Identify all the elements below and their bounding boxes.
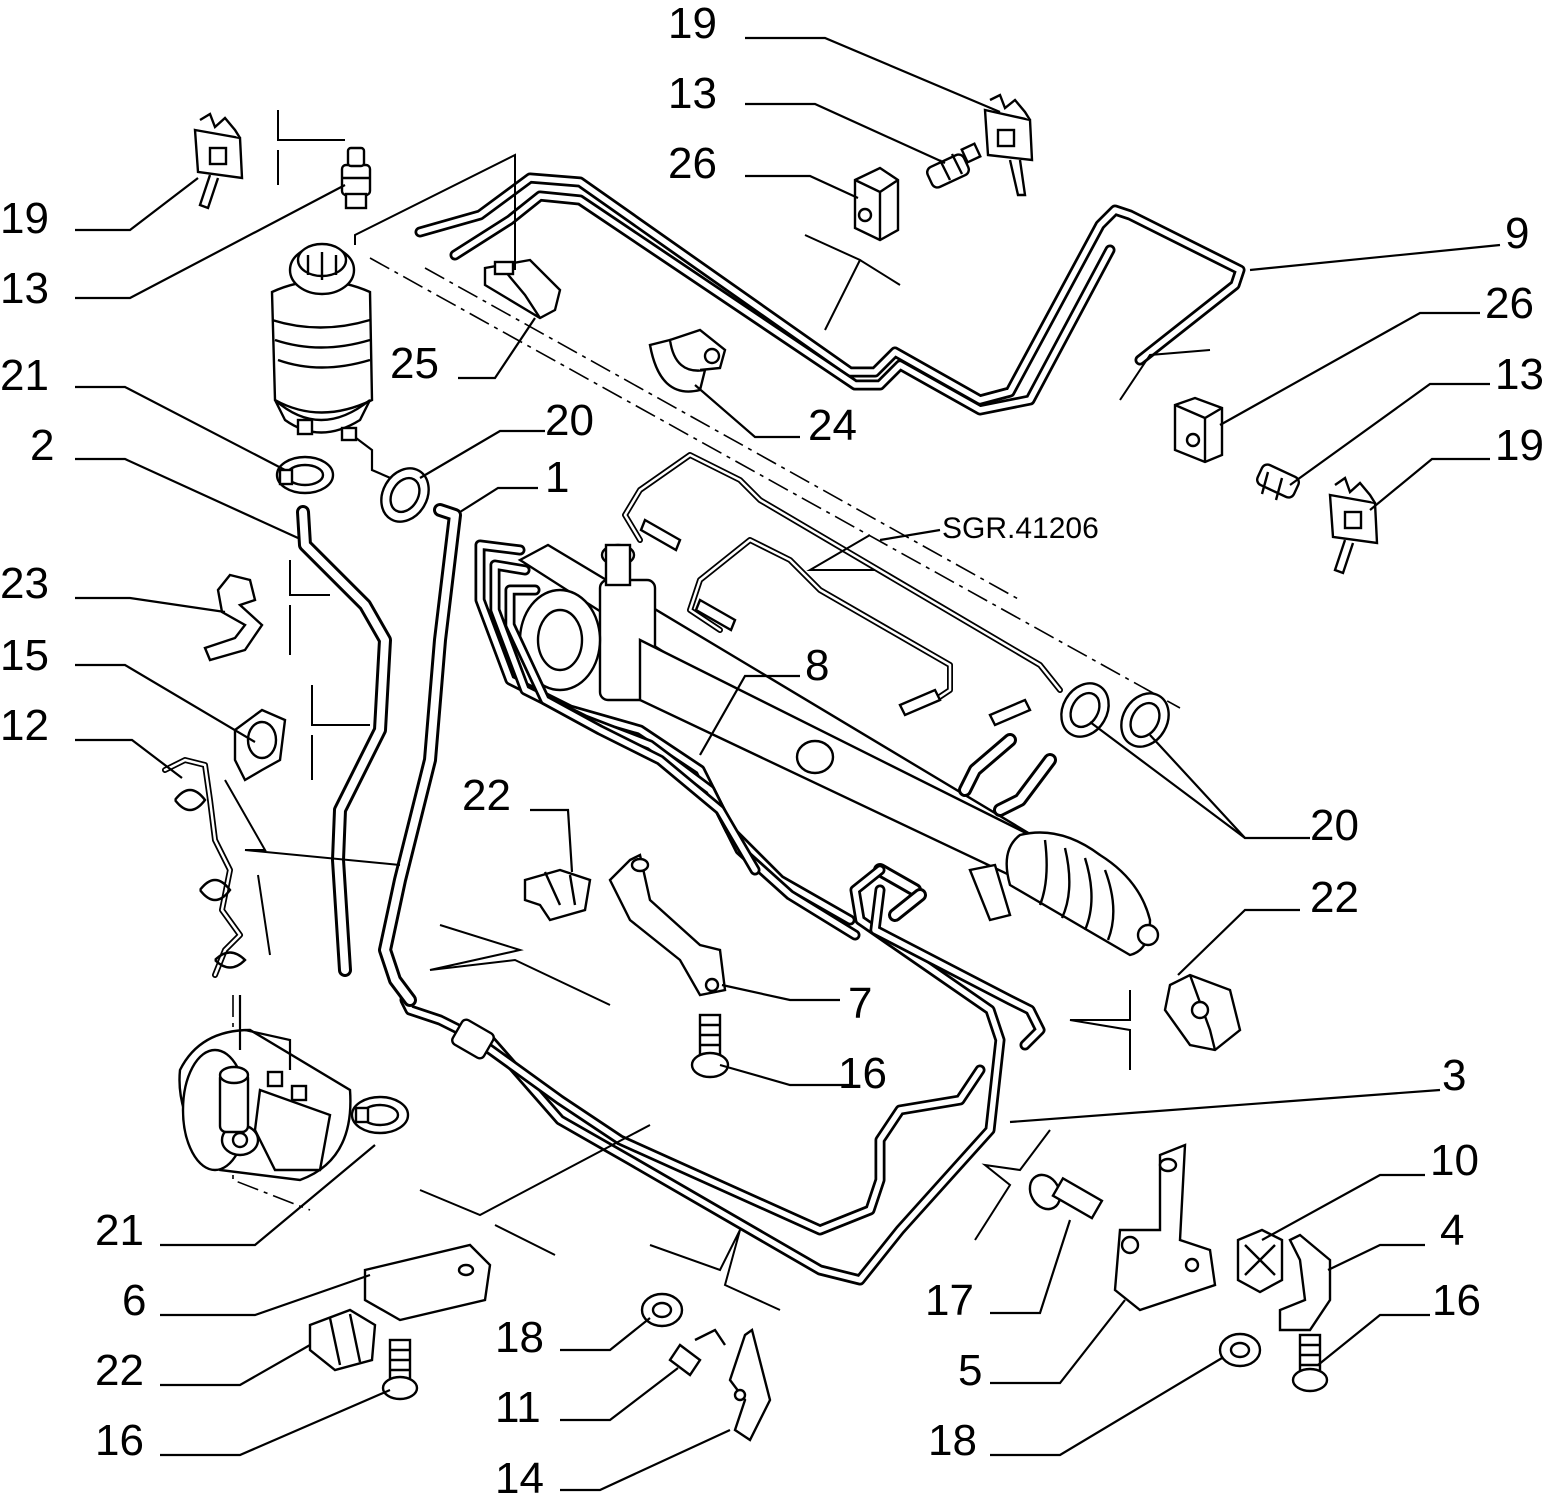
- label-6: 6: [122, 1276, 146, 1325]
- clip-22-lower: [308, 1308, 377, 1372]
- hose-clamp-21-lower: [350, 1095, 410, 1135]
- label-9: 9: [1505, 209, 1529, 258]
- hose-clamp-20-upper: [380, 467, 430, 523]
- hose-1: [378, 503, 462, 1007]
- bolt-16-mid: [690, 1013, 730, 1079]
- label-26-top: 26: [668, 139, 717, 188]
- bracket-5: [1113, 1143, 1217, 1312]
- pipe-3: [399, 864, 1046, 1286]
- label-22-lower: 22: [95, 1346, 144, 1395]
- bracket-14: [728, 1328, 772, 1442]
- pipe-9: [414, 172, 1246, 416]
- hose-clamp-21-upper: [275, 455, 335, 495]
- label-13-left: 13: [0, 264, 49, 313]
- label-12: 12: [0, 701, 49, 750]
- leader-lines: [75, 36, 1501, 1492]
- label-18-right: 18: [928, 1416, 977, 1465]
- reference-code-leader: [879, 528, 941, 542]
- label-21-lower: 21: [95, 1206, 144, 1255]
- label-16-mid: 16: [838, 1049, 887, 1098]
- label-24: 24: [808, 401, 857, 450]
- clip-19-right: [1328, 476, 1379, 575]
- bracket-7: [608, 853, 727, 997]
- label-20-upper: 20: [545, 396, 594, 445]
- label-26-right: 26: [1485, 279, 1534, 328]
- bracket-6: [363, 1243, 492, 1322]
- steering-pump: [178, 995, 352, 1182]
- label-4: 4: [1440, 1206, 1464, 1255]
- label-10: 10: [1430, 1136, 1479, 1185]
- label-8: 8: [805, 641, 829, 690]
- label-21-upper: 21: [0, 351, 49, 400]
- label-7: 7: [848, 979, 872, 1028]
- bracket-4: [1278, 1233, 1332, 1332]
- label-19-left: 19: [0, 194, 49, 243]
- hose-clamps-20-right: [1060, 682, 1170, 748]
- fluid-reservoir: [270, 242, 396, 482]
- bolt-16-lower: [381, 1338, 419, 1401]
- clip-22-mid: [523, 868, 592, 922]
- clip-19-left: [193, 112, 244, 210]
- label-11: 11: [495, 1383, 541, 1432]
- label-14: 14: [495, 1454, 544, 1496]
- label-25: 25: [390, 339, 439, 388]
- label-1: 1: [545, 453, 569, 502]
- label-16-lower: 16: [95, 1416, 144, 1465]
- bolt-16-right: [1291, 1333, 1329, 1393]
- label-13-right: 13: [1495, 350, 1544, 399]
- fitting-26-right: [1173, 396, 1224, 464]
- label-16-right: 16: [1432, 1276, 1481, 1325]
- label-23: 23: [0, 559, 49, 608]
- steering-rack: [517, 543, 1160, 957]
- fitting-26-top: [853, 166, 900, 242]
- label-17: 17: [925, 1276, 974, 1325]
- sensor-13-right: [1255, 463, 1301, 501]
- label-20-right: 20: [1310, 801, 1359, 850]
- pin-11: [668, 1328, 726, 1377]
- clip-22-right: [1163, 973, 1242, 1052]
- label-5: 5: [958, 1346, 982, 1395]
- nut-18-mid: [640, 1292, 684, 1328]
- clip-10: [1236, 1228, 1284, 1294]
- rack-feed-pipes: [622, 452, 1063, 922]
- label-2: 2: [30, 421, 54, 470]
- hose-2: [296, 505, 392, 977]
- label-15: 15: [0, 631, 49, 680]
- label-13-top: 13: [668, 69, 717, 118]
- clip-19-top: [983, 93, 1034, 197]
- label-19-right: 19: [1495, 421, 1544, 470]
- label-3: 3: [1442, 1051, 1466, 1100]
- label-22-mid: 22: [462, 771, 511, 820]
- clamp-24: [648, 328, 727, 393]
- sensor-13-left: [340, 146, 372, 210]
- clamp-25: [483, 258, 562, 320]
- nut-18-right: [1218, 1332, 1262, 1368]
- bolt-17: [1028, 1173, 1104, 1220]
- assembly-axis-lines: [232, 257, 1181, 1211]
- label-18-mid: 18: [495, 1313, 544, 1362]
- wire-bracket-12: [162, 757, 247, 978]
- clip-15: [233, 708, 287, 782]
- sensor-13-top: [925, 142, 982, 189]
- pipe-8: [474, 539, 861, 941]
- assembly-markers: [224, 110, 1211, 1311]
- label-19-top: 19: [668, 0, 717, 48]
- label-22-right: 22: [1310, 873, 1359, 922]
- reference-code: SGR.41206: [942, 512, 1099, 545]
- clip-23: [203, 573, 264, 662]
